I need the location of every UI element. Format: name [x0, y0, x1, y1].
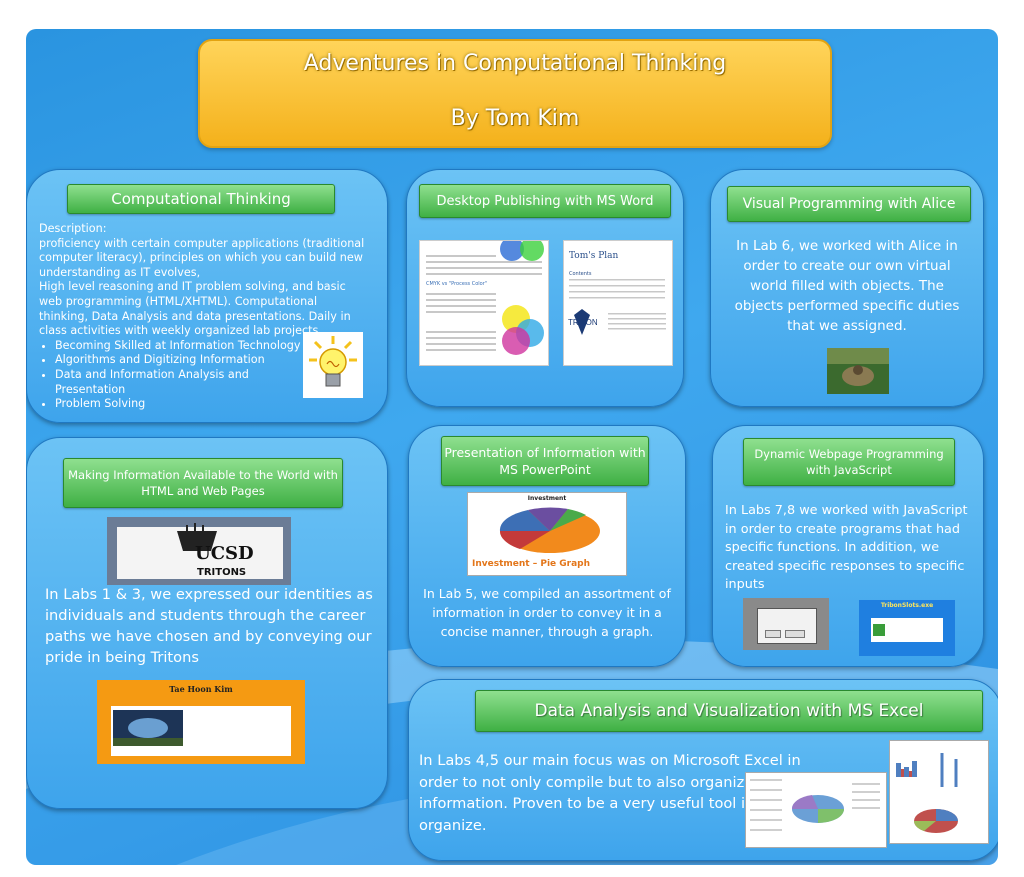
topic-list: Becoming Skilled at Information Technolo…: [39, 339, 315, 412]
header-javascript: Dynamic Webpage Programming with JavaScr…: [743, 438, 955, 486]
excel-charts-screenshot: [889, 740, 989, 844]
description-label: Description:: [39, 222, 107, 235]
alice-text: In Lab 6, we worked with Alice in order …: [734, 238, 960, 334]
doc2-title: Tom's Plan: [569, 251, 619, 261]
slots-game-screenshot: TribonSlots.exe: [859, 600, 955, 656]
list-item: Data and Information Analysis and Presen…: [55, 368, 315, 397]
description-text: proficiency with certain computer applic…: [39, 236, 365, 279]
excel-bar-chart-image: [896, 753, 958, 833]
computational-description: Description: proficiency with certain co…: [39, 222, 369, 412]
list-item: Problem Solving: [55, 397, 315, 412]
word-document-page-1: CMYK vs "Process Color": [419, 240, 549, 366]
pie-chart-title: Investment: [527, 495, 567, 502]
panel-powerpoint: Presentation of Information with MS Powe…: [408, 425, 686, 667]
cmyk-circles-image: [426, 241, 544, 355]
word-document-page-2: Tom's Plan Contents TRITON: [563, 240, 673, 366]
powerpoint-text: In Lab 5, we compiled an assortment of i…: [423, 586, 671, 639]
lightbulb-icon: [303, 332, 363, 398]
header-powerpoint: Presentation of Information with MS Powe…: [441, 436, 649, 486]
description-text-2: High level reasoning and IT problem solv…: [39, 280, 351, 338]
list-item: Algorithms and Digitizing Information: [55, 353, 315, 368]
panel-computational-thinking: Computational Thinking Description: prof…: [26, 169, 388, 423]
excel-spreadsheet-screenshot: [745, 772, 887, 848]
ucsd-logo-text: UCSD: [195, 543, 254, 564]
excel-text: In Labs 4,5 our main focus was on Micros…: [419, 752, 814, 834]
svg-text:TRITON: TRITON: [568, 318, 598, 327]
poster-author: By Tom Kim: [450, 106, 580, 131]
aquarium-photo: [113, 710, 183, 746]
triton-logo-icon: TRITON: [568, 279, 666, 335]
header-alice: Visual Programming with Alice: [727, 186, 971, 222]
panel-excel: Data Analysis and Visualization with MS …: [408, 679, 998, 861]
alice-world-screenshot: [827, 348, 889, 394]
poster-background: Adventures in Computational Thinking By …: [26, 29, 998, 865]
header-computational-thinking: Computational Thinking: [67, 184, 335, 214]
doc1-heading: CMYK vs "Process Color": [426, 281, 488, 287]
profile-page-screenshot: Tae Hoon Kim: [97, 680, 305, 764]
header-desktop-publishing: Desktop Publishing with MS Word: [419, 184, 671, 218]
html-text: In Labs 1 & 3, we expressed our identiti…: [45, 586, 373, 666]
panel-alice: Visual Programming with Alice In Lab 6, …: [710, 169, 984, 407]
panel-html: Making Information Available to the Worl…: [26, 437, 388, 809]
header-html: Making Information Available to the Worl…: [63, 458, 343, 508]
list-item: Becoming Skilled at Information Technolo…: [55, 339, 315, 354]
pie-caption: Investment – Pie Graph: [472, 559, 591, 569]
excel-pie-image: [750, 779, 880, 831]
panel-desktop-publishing: Desktop Publishing with MS Word CMYK vs …: [406, 169, 684, 407]
tritons-logo-text: TRITONS: [197, 567, 247, 578]
prompt-dialog-screenshot: [743, 598, 829, 650]
title-banner: Adventures in Computational Thinking By …: [198, 39, 832, 148]
poster-title: Adventures in Computational Thinking: [303, 51, 727, 76]
header-excel: Data Analysis and Visualization with MS …: [475, 690, 983, 732]
panel-javascript: Dynamic Webpage Programming with JavaScr…: [712, 425, 984, 667]
doc2-contents: Contents: [569, 271, 592, 277]
javascript-text: In Labs 7,8 we worked with JavaScript in…: [725, 503, 968, 593]
profile-name: Tae Hoon Kim: [169, 684, 233, 694]
slots-title: TribonSlots.exe: [880, 602, 934, 609]
trident-icon: [177, 523, 217, 551]
ucsd-webpage-screenshot: UCSD TRITONS: [107, 517, 291, 585]
pie-chart-image: [499, 507, 600, 553]
investment-pie-screenshot: Investment Investment – Pie Graph: [467, 492, 627, 576]
